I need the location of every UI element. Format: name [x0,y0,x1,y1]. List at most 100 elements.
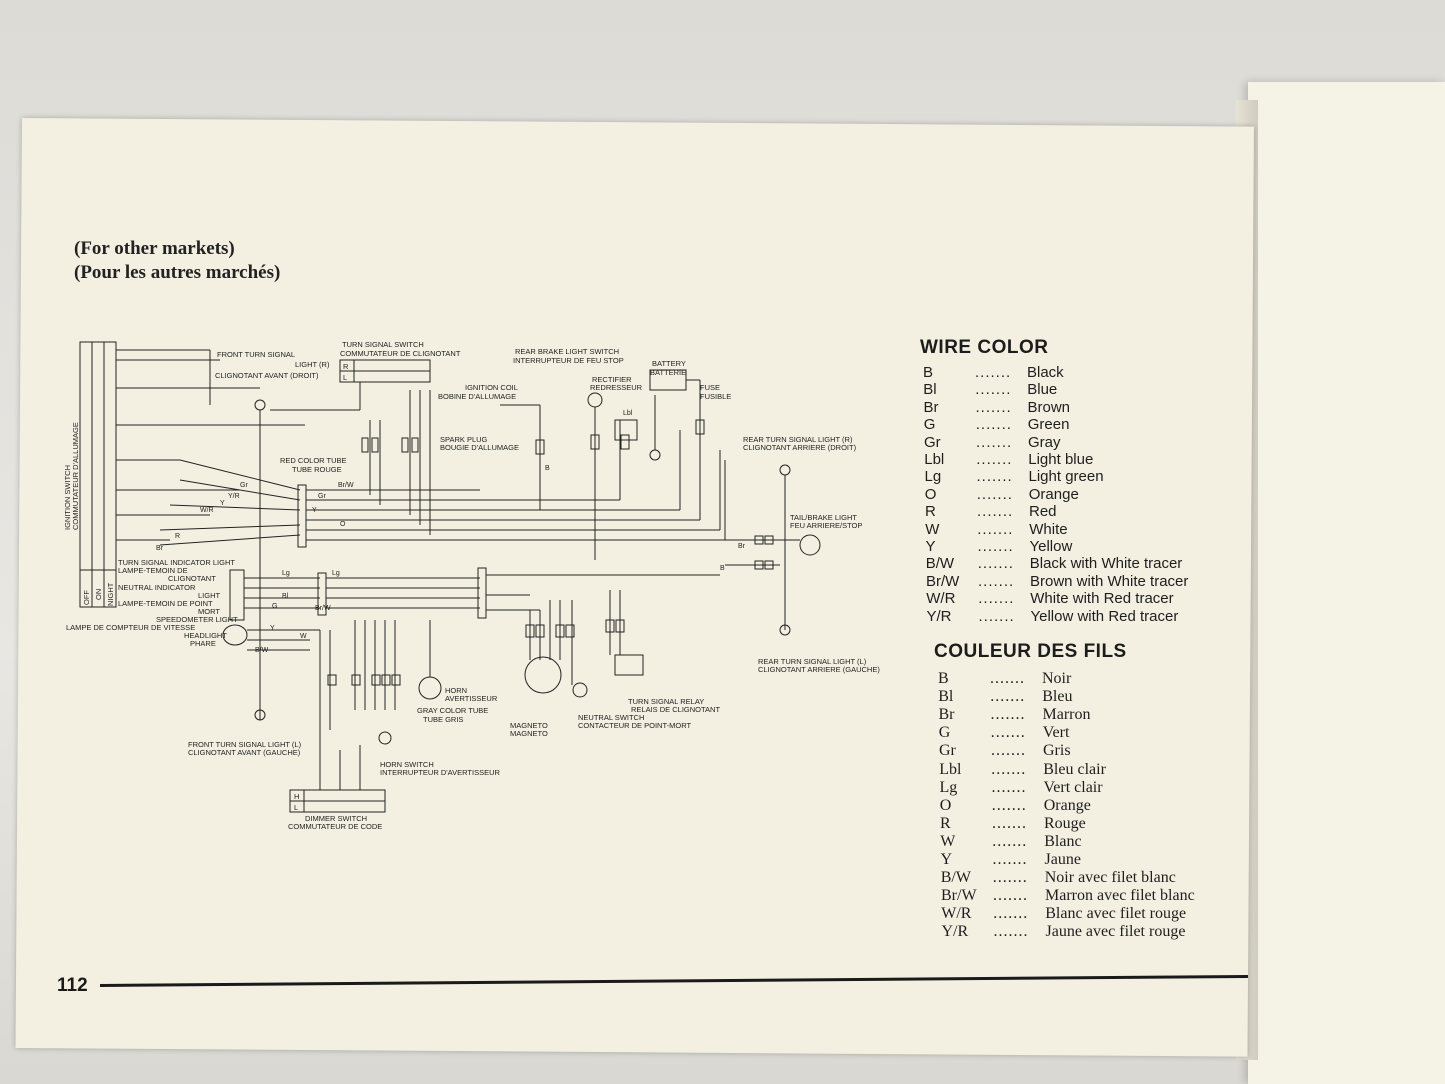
label-fuse-fr: FUSIBLE [700,392,731,401]
legend-name: Noir [1042,670,1072,687]
legend-row: G....... Green [924,416,1070,433]
legend-code: Y [925,538,936,555]
label-red-tube: RED COLOR TUBE [280,456,347,465]
legend-row: W.......Blanc [940,833,1081,851]
tail-light-symbol [799,534,821,556]
ignition-switch-box [79,341,117,608]
legend-code: O [924,485,937,503]
wire-r: R [175,533,180,540]
wire-lg: Lg [282,570,290,577]
legend-dots: ....... [975,364,1012,381]
label-speedometer-fr: LAMPE DE COMPTEUR DE VITESSE [66,623,195,632]
legend-dots: ....... [992,814,1027,832]
legend-code: W [940,832,956,850]
legend-dots: ....... [992,851,1028,868]
legend-dots: ....... [977,538,1014,555]
legend-name: Green [1027,416,1070,434]
legend-dots: ....... [990,724,1026,742]
legend-code: W/R [926,590,956,608]
wire-y3: Y [270,625,275,632]
label-fuse: FUSE [700,383,720,392]
label-horn-fr: AVERTISSEUR [445,694,498,703]
label-turn-indicator-fr2: CLIGNOTANT [168,574,216,583]
legend-name: Black [1027,364,1064,381]
legend-code: Lbl [939,760,962,778]
legend-name: Light blue [1028,451,1094,468]
label-rear-turn-r-fr: CLIGNOTANT ARRIERE (DROIT) [743,443,857,452]
legend-code: O [939,796,952,814]
label-turn-indicator: TURN SIGNAL INDICATOR LIGHT [118,558,235,567]
legend-dots: ....... [990,670,1025,687]
legend-row: Br.......Marron [939,706,1091,724]
label-front-turn-r-fr: CLIGNOTANT AVANT (DROIT) [215,371,319,380]
label-neutral-indicator: NEUTRAL INDICATOR [118,583,196,592]
label-h: H [294,792,299,801]
legend-code: Bl [923,381,937,399]
couleur-fils-title: COULEUR DES FILS [934,641,1127,662]
label-headlight: HEADLIGHT [184,631,227,640]
label-spark-plug: SPARK PLUG [440,435,488,444]
label-headlight-fr: PHARE [190,639,216,648]
label-ignition-switch: IGNITION SWITCH [63,465,72,530]
legend-dots: ....... [993,923,1029,941]
page-number: 112 [57,975,88,996]
legend-row: Lbl.......Light blue [924,451,1093,468]
label-dimmer-switch-fr: COMMUTATEUR DE CODE [288,822,382,831]
label-magneto-fr: MAGNETO [510,729,548,738]
label-front-turn-l-fr: CLIGNOTANT AVANT (GAUCHE) [188,748,301,757]
wire-b2: B [720,565,725,572]
legend-code: G [938,724,951,742]
legend-name: Red [1029,503,1057,521]
legend-code: Br/W [926,572,960,590]
legend-row: Bl.......Bleu [938,688,1072,706]
label-rectifier: RECTIFIER [592,375,632,384]
legend-row: Gr.......Gray [924,434,1061,451]
legend-dots: ....... [975,398,1012,416]
label-neutral-switch: NEUTRAL SWITCH [578,713,644,722]
wire-lbl: Lbl [623,410,633,417]
legend-dots: ....... [978,572,1015,590]
legend-dots: ....... [976,468,1013,486]
label-rectifier-fr: REDRESSEUR [590,383,643,392]
headline-french: (Pour les autres marchés) [74,262,281,283]
legend-name: Bleu clair [1043,760,1106,778]
legend-dots: ....... [991,796,1027,814]
legend-row: R.......Rouge [940,815,1086,833]
legend-code: G [923,416,936,434]
facing-page [1248,82,1445,1084]
label-neutral-indicator2: LIGHT [198,591,221,600]
legend-dots: ....... [976,485,1013,503]
label-relay: TURN SIGNAL RELAY [628,697,704,706]
label-off: OFF [82,590,91,605]
legend-row: B/W.......Noir avec filet blanc [941,869,1176,887]
legend-dots: ....... [991,760,1027,778]
wire-lg2: Lg [332,570,340,577]
legend-name: Gray [1028,433,1061,451]
legend-dots: ....... [978,590,1015,608]
wire-g: G [272,603,277,610]
label-rear-turn-l-fr: CLIGNOTANT ARRIERE (GAUCHE) [758,665,880,674]
legend-row: Y.......Jaune [941,851,1081,869]
label-night: NIGHT [106,582,115,606]
magneto-symbol [524,656,562,694]
legend-name: Light green [1028,468,1104,486]
legend-row: Y/R.......Jaune avec filet rouge [942,923,1186,941]
legend-code: R [925,503,936,521]
label-neutral-indicator-fr1: LAMPE-TEMOIN DE POINT [118,599,213,608]
legend-row: Y.......Yellow [926,538,1073,555]
horn-symbol [418,676,442,700]
legend-row: Y/R.......Yellow with Red tracer [927,608,1179,625]
headline-english: (For other markets) [74,238,235,259]
legend-code: B [938,670,949,687]
legend-name: Brown with White tracer [1030,572,1189,590]
label-horn: HORN [445,686,467,695]
main-connector [297,484,307,548]
legend-dots: ....... [975,416,1012,434]
label-on: ON [94,589,103,600]
legend-code: Br/W [941,887,977,905]
wire-brr: Br [738,543,746,550]
label-gray-tube-fr: TUBE GRIS [423,715,463,724]
label-horn-switch: HORN SWITCH [380,760,434,769]
wire-color-title: WIRE COLOR [920,337,1049,358]
legend-name: Gris [1043,742,1071,760]
